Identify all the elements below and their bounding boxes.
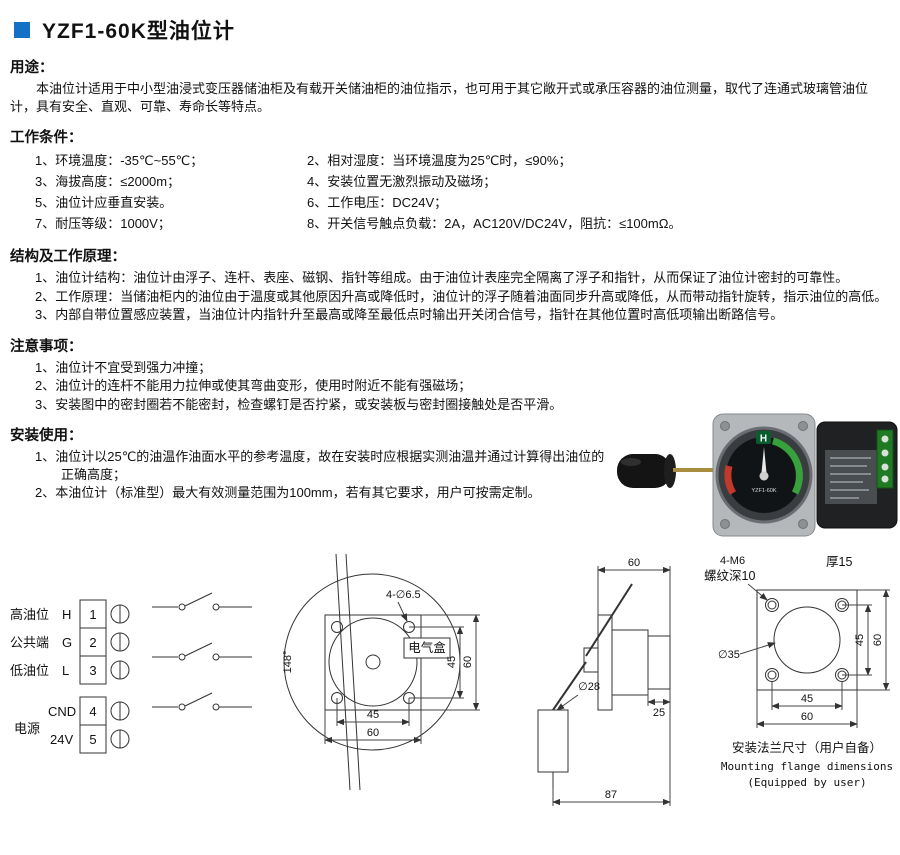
section-installation: 安装使用： 1、油位计以25℃的油温作油面水平的参考温度，故在安装时应根据实测油… [0, 424, 614, 502]
terminal-box [816, 421, 898, 529]
principle-item: 2、工作原理：当储油柜内的油位由于温度或其他原因升高或降低时，油位计的浮子随着油… [35, 288, 888, 304]
flange-dims [739, 583, 890, 728]
side-view-drawing: 60 ∅28 25 87 [537, 557, 671, 806]
section-purpose: 用途： 本油位计适用于中小型油浸式变压器储油柜及有载开关储油柜的油位指示，也可用… [0, 56, 900, 115]
page-header: YZF1-60K型油位计 [0, 0, 900, 45]
dim-60-vertical: 60 [462, 656, 474, 668]
terminal-code: G [62, 635, 72, 650]
flange-dim-45-horizontal: 45 [801, 693, 813, 705]
dim-45-horizontal: 45 [367, 709, 379, 721]
principle-item: 1、油位计结构：油位计由浮子、连杆、表座、磁钢、指针等组成。由于油位计表座完全隔… [35, 270, 849, 285]
drawings-canvas: 高油位 H 公共端 G 低油位 L 电源 CND 24V 1 2 3 4 5 [10, 553, 893, 806]
float-cylinder [617, 454, 676, 488]
conditions-heading: 工作条件： [10, 130, 83, 146]
section-notes: 注意事项： 1、油位计不宜受到强力冲撞； 2、油位计的连杆不能用力拉伸或使其弯曲… [0, 335, 614, 414]
terminal-code: CND [48, 704, 76, 719]
terminal-wiring-diagram: 高油位 H 公共端 G 低油位 L 电源 CND 24V 1 2 3 4 5 [10, 599, 130, 754]
flange-dim-45-vertical: 45 [854, 634, 866, 646]
dial-needle [761, 447, 767, 478]
terminal-number: 3 [89, 663, 96, 678]
note-item: 1、油位计不宜受到强力冲撞； [35, 359, 212, 375]
product-photo-image: H YZF1-60K [617, 413, 898, 537]
flange-caption-cn: 安装法兰尺寸（用户自备） [732, 740, 882, 755]
install-heading: 安装使用： [10, 428, 83, 444]
terminal-number: 5 [89, 732, 96, 747]
purpose-body: 本油位计适用于中小型油浸式变压器储油柜及有载开关储油柜的油位指示，也可用于其它敞… [10, 81, 869, 114]
side-view-dims [552, 566, 671, 806]
flange-dim-60-horizontal: 60 [801, 711, 813, 723]
purpose-heading: 用途： [10, 60, 54, 76]
screw-spec-label: 4-M6 [720, 555, 745, 567]
hole-size-label: 4-∅6.5 [386, 589, 421, 601]
condition-item: 5、油位计应垂直安装。 [35, 195, 173, 210]
install-item: 2、本油位计（标准型）最大有效测量范围为100mm，若有其它要求，用户可按需定制… [35, 485, 541, 500]
condition-item: 3、海拔高度：≤2000m； [35, 174, 181, 189]
swing-angle-label: 148° [282, 651, 294, 674]
terminal-code: 24V [50, 732, 73, 747]
terminal-code: H [62, 607, 71, 622]
condition-item: 1、环境温度：-35℃~55℃； [35, 153, 204, 168]
condition-item: 7、耐压等级：1000V； [35, 216, 171, 231]
flange-dim-60-vertical: 60 [872, 634, 884, 646]
terminal-label: 低油位 [10, 663, 49, 678]
front-view-dims [324, 601, 480, 744]
install-item: 1、油位计以25℃的油温作油面水平的参考温度，故在安装时应根据实测油温并通过计算… [35, 449, 605, 482]
thickness-label: 厚15 [826, 555, 852, 569]
flange-caption-en: Mounting flange dimensions [721, 760, 893, 773]
terminal-number: 4 [89, 704, 96, 719]
section-working-conditions: 工作条件： 1、环境温度：-35℃~55℃； 2、相对湿度：当环境温度为25℃时… [0, 126, 900, 234]
principle-heading: 结构及工作原理： [10, 249, 126, 265]
terminal-code: L [62, 663, 69, 678]
terminal-label: 高油位 [10, 607, 49, 622]
float-rod [673, 468, 717, 472]
dim-25: 25 [653, 707, 665, 719]
gauge-dial: H YZF1-60K [715, 426, 813, 524]
thread-depth-label: 螺纹深10 [704, 569, 755, 583]
dim-60-top: 60 [628, 557, 640, 569]
section-structure-principle: 结构及工作原理： 1、油位计结构：油位计由浮子、连杆、表座、磁钢、指针等组成。由… [0, 245, 900, 324]
technical-drawings: 高油位 H 公共端 G 低油位 L 电源 CND 24V 1 2 3 4 5 [0, 552, 900, 852]
condition-item: 6、工作电压：DC24V； [307, 195, 448, 210]
mounting-flange-drawing: 4-M6 螺纹深10 厚15 ∅35 45 60 45 60 安装法兰尺寸（用户… [704, 555, 893, 789]
front-view-drawing: 电气盒 148° 4-∅6.5 45 60 45 60 [282, 553, 480, 791]
dim-87: 87 [605, 789, 617, 801]
flange-caption-en2: (Equipped by user) [747, 776, 866, 789]
flange-lines [756, 589, 858, 691]
title-bullet-icon [14, 22, 30, 38]
center-diameter-label: ∅35 [718, 649, 740, 661]
electrical-box-label: 电气盒 [408, 640, 446, 655]
dim-45-vertical: 45 [446, 656, 458, 668]
condition-item: 4、安装位置无激烈振动及磁场； [307, 174, 497, 189]
switch-contact-symbols [152, 592, 252, 711]
note-item: 2、油位计的连杆不能用力拉伸或使其弯曲变形，使用时附近不能有强磁场； [35, 378, 472, 393]
note-item: 3、安装图中的密封圈若不能密封，检查螺钉是否拧紧，或安装板与密封圈接触处是否平滑… [35, 396, 563, 412]
electrical-box-callout [403, 637, 451, 659]
green-connector [876, 429, 894, 489]
terminal-label: 电源 [14, 721, 40, 736]
terminal-label: 公共端 [10, 635, 49, 650]
dial-model-text: YZF1-60K [751, 488, 776, 494]
front-view-lines [283, 553, 461, 791]
dim-60-horizontal: 60 [367, 727, 379, 739]
notes-heading: 注意事项： [10, 338, 83, 355]
float-diameter-label: ∅28 [578, 681, 600, 693]
dial-letter: H [760, 434, 767, 445]
principle-item: 3、内部自带位置感应装置，当油位计内指针升至最高或降至最低点时输出开关闭合信号，… [35, 307, 784, 322]
terminal-number: 1 [89, 607, 96, 622]
terminal-number: 2 [89, 635, 96, 650]
page-title: YZF1-60K型油位计 [42, 20, 235, 43]
side-view-lines [537, 583, 671, 788]
condition-item: 8、开关信号触点负载：2A，AC120V/DC24V，阻抗：≤100mΩ。 [307, 216, 682, 231]
conditions-list: 1、环境温度：-35℃~55℃； 2、相对湿度：当环境温度为25℃时，≤90%；… [35, 150, 900, 234]
condition-item: 2、相对湿度：当环境温度为25℃时，≤90%； [307, 153, 572, 168]
product-photo: H YZF1-60K [615, 408, 900, 543]
terminal-cells [79, 599, 130, 754]
